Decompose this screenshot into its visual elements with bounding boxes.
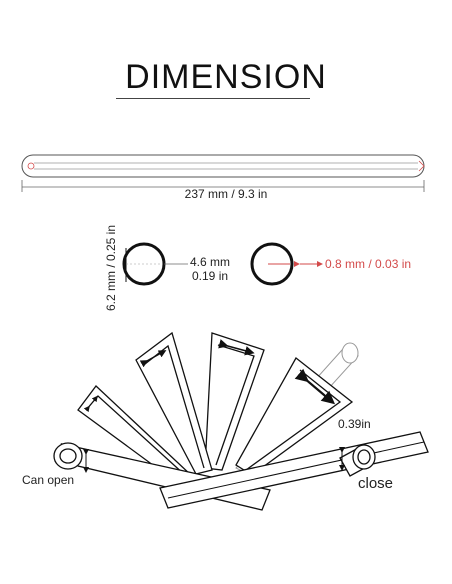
can-open-label: Can open	[22, 473, 74, 487]
tube-side-view	[21, 154, 425, 178]
length-dimension-line	[21, 180, 425, 192]
length-label: 237 mm / 9.3 in	[185, 187, 268, 201]
cross-section-inner	[122, 242, 188, 286]
opening-arrow	[294, 368, 336, 405]
outer-diameter-label: 6.2 mm / 0.25 in	[104, 225, 118, 311]
title-underline	[116, 98, 310, 99]
tube-fan	[53, 331, 429, 511]
close-label: close	[358, 475, 393, 492]
opening-label: 0.39in	[338, 417, 371, 431]
inner-diameter-in: 0.19 in	[192, 269, 228, 283]
wall-thickness-label: 0.8 mm / 0.03 in	[325, 257, 411, 271]
inner-diameter-mm: 4.6 mm	[190, 255, 230, 269]
page-title: DIMENSION	[125, 58, 327, 96]
cross-section-wall	[250, 242, 323, 286]
